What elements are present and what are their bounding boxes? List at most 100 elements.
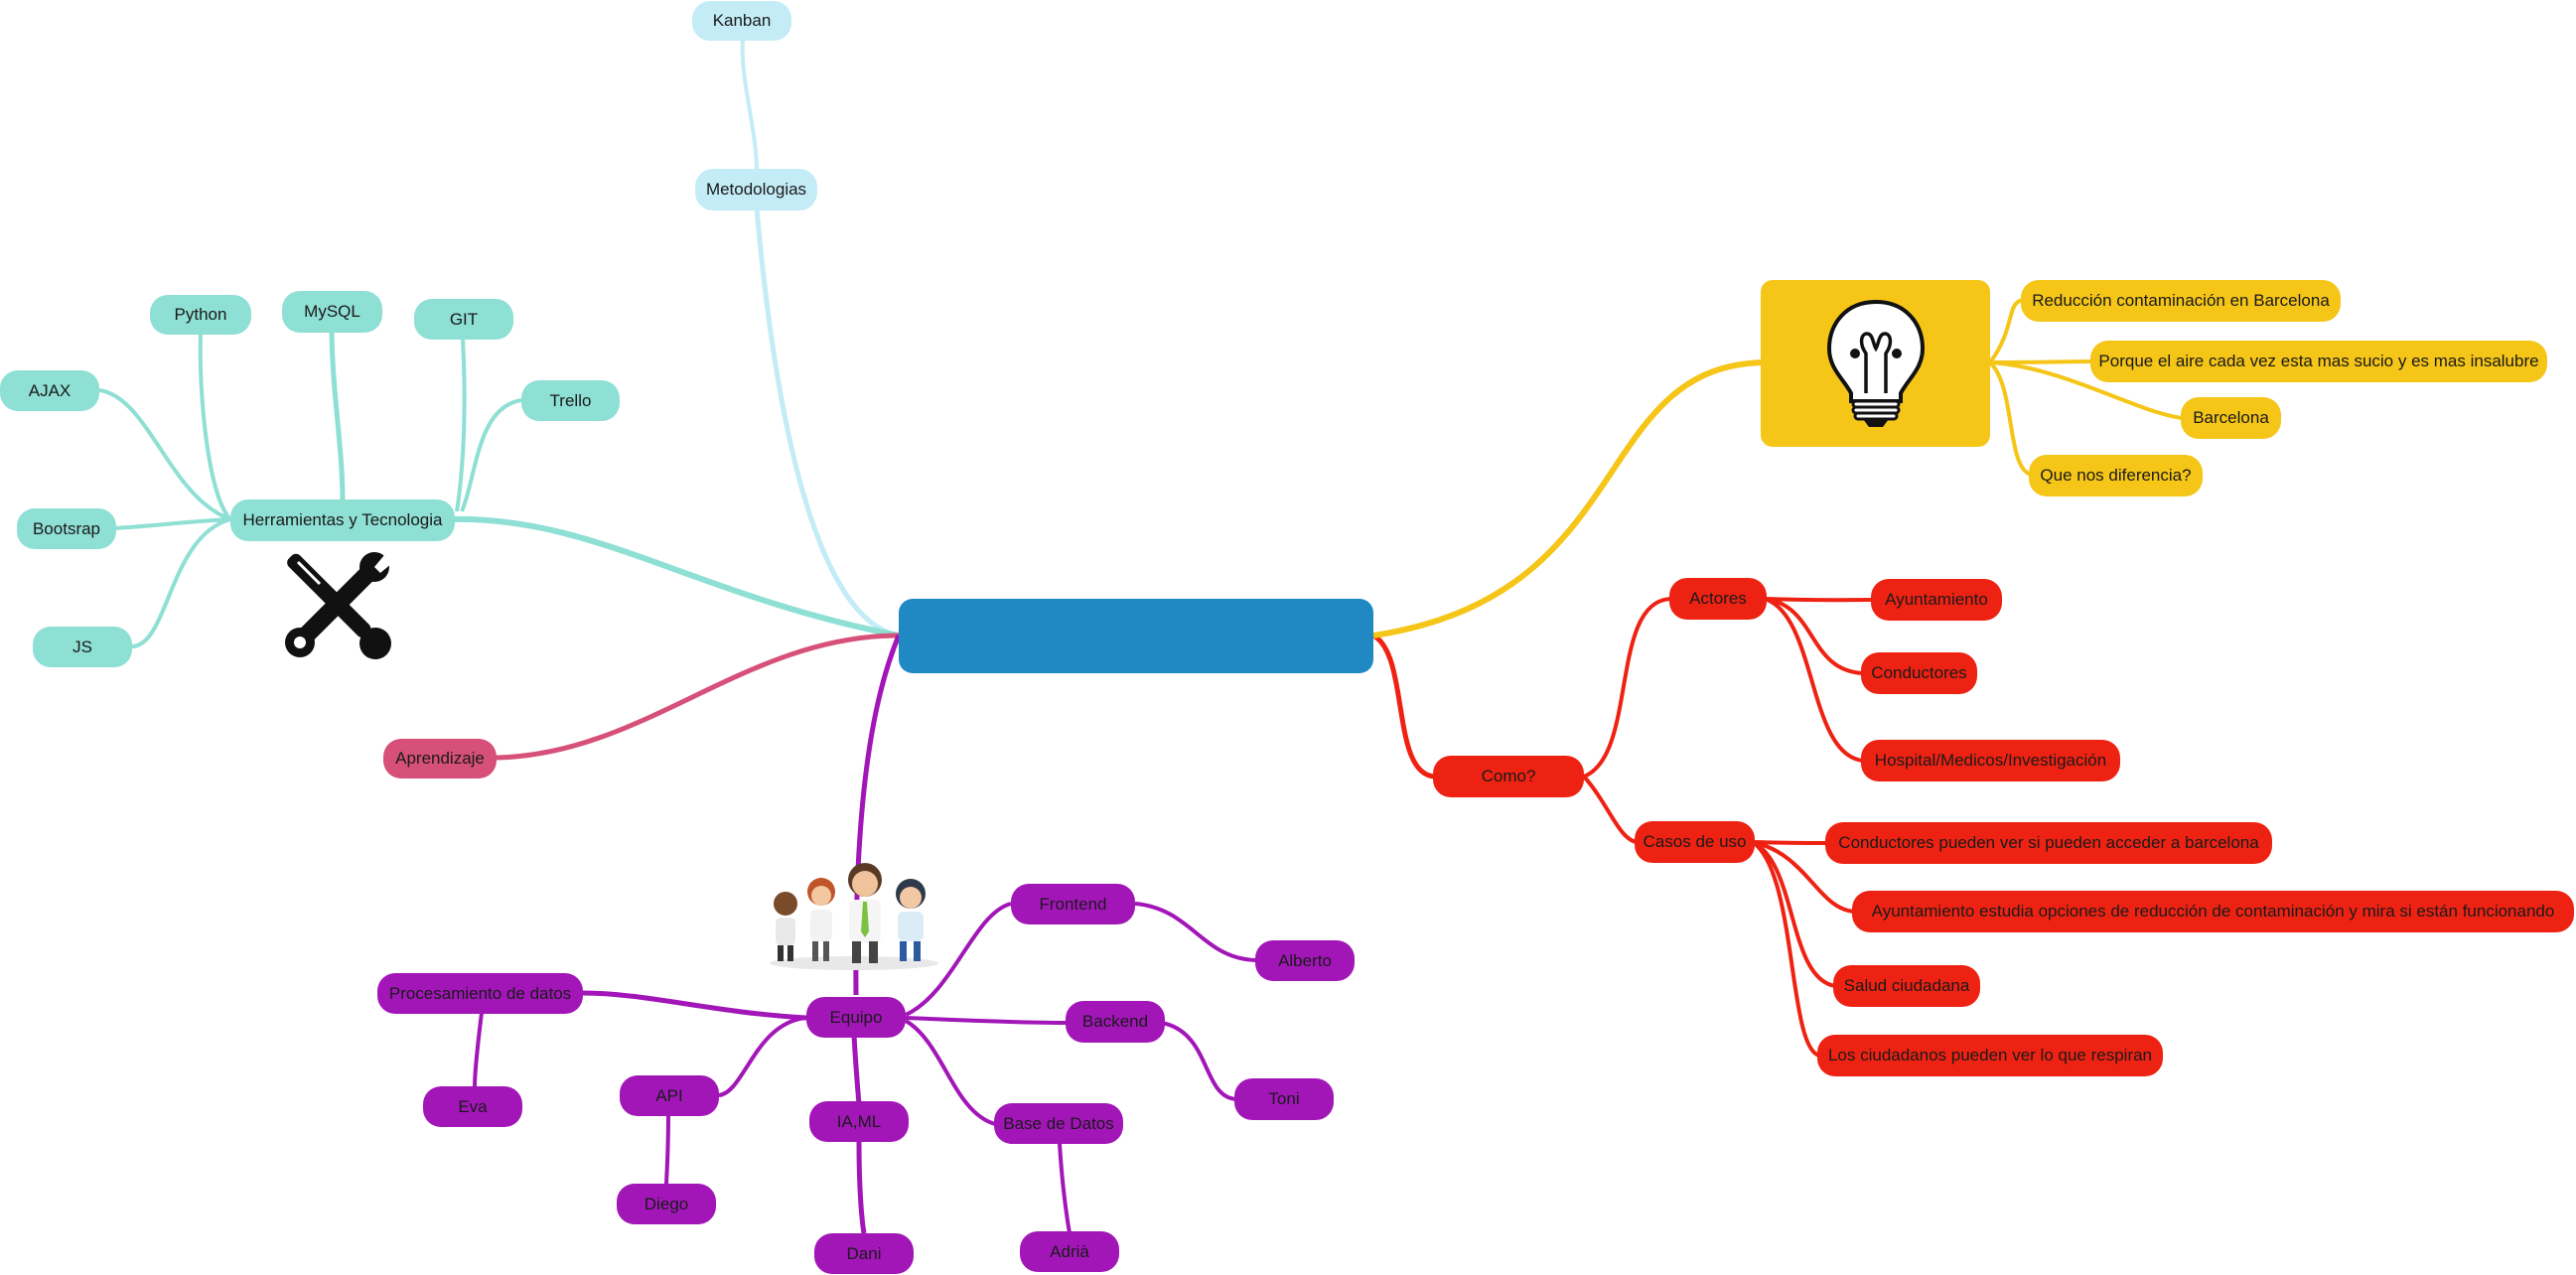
node-idea2-label: Porque el aire cada vez esta mas sucio y…	[2098, 352, 2539, 370]
edge-actores-hosp	[1764, 597, 1864, 763]
edge-herr-python	[198, 332, 232, 521]
node-frontend-label: Frontend	[1039, 894, 1107, 914]
node-toni[interactable]: Toni	[1234, 1078, 1334, 1120]
node-frontend[interactable]: Frontend	[1011, 884, 1135, 924]
node-caso1[interactable]: Conductores pueden ver si pueden acceder…	[1825, 822, 2272, 864]
node-caso1-label: Conductores pueden ver si pueden acceder…	[1838, 833, 2259, 852]
node-python[interactable]: Python	[150, 295, 251, 335]
node-idea3[interactable]: Barcelona	[2181, 397, 2281, 439]
edge-frontend-alberto	[1134, 902, 1256, 962]
node-idea2[interactable]: Porque el aire cada vez esta mas sucio y…	[2090, 341, 2547, 382]
node-trello-label: Trello	[549, 390, 592, 410]
edge-metodologias-kanban	[740, 37, 759, 172]
edge-herr-ajax	[98, 388, 231, 521]
node-conductores[interactable]: Conductores	[1861, 652, 1977, 694]
edge-herr-js	[131, 517, 231, 648]
node-idea4[interactable]: Que nos diferencia?	[2029, 455, 2203, 496]
node-kanban[interactable]: Kanban	[692, 1, 791, 41]
edge-center-como	[1371, 633, 1436, 779]
node-mysql-label: MySQL	[304, 302, 360, 321]
node-herramientas-label: Herramientas y Tecnologia	[242, 510, 443, 529]
edge-casos-c2	[1752, 840, 1855, 914]
edge-idea-1	[1988, 298, 2024, 364]
node-actores[interactable]: Actores	[1669, 578, 1767, 620]
node-backend-label: Backend	[1081, 1012, 1149, 1031]
edge-equipo-iaml	[851, 1034, 862, 1106]
node-ajax[interactable]: AJAX	[0, 370, 99, 411]
node-equipo[interactable]: Equipo	[806, 997, 906, 1038]
edge-actores-ayunt	[1764, 597, 1874, 603]
node-trello[interactable]: Trello	[521, 380, 620, 421]
node-procesamiento[interactable]: Procesamiento de datos	[377, 973, 583, 1014]
node-iaml[interactable]: IA,ML	[809, 1101, 909, 1142]
node-herramientas[interactable]: Herramientas y Tecnologia	[230, 499, 455, 541]
node-equipo-label: Equipo	[829, 1007, 883, 1027]
node-bootsrap[interactable]: Bootsrap	[17, 508, 116, 549]
edge-equipo-api	[718, 1016, 807, 1097]
node-caso3-label: Salud ciudadana	[1843, 976, 1970, 995]
node-caso4-label: Los ciudadanos pueden ver lo que respira…	[1827, 1046, 2153, 1064]
node-idea1-label: Reducción contaminación en Barcelona	[2032, 291, 2330, 310]
node-aprendizaje[interactable]: Aprendizaje	[383, 739, 497, 779]
wrench-screwdriver-icon	[285, 552, 392, 659]
edge-herr-mysql	[329, 332, 346, 502]
node-iaml-label: IA,ML	[836, 1111, 882, 1131]
team-people-icon	[770, 863, 938, 970]
lightbulb-icon	[1826, 299, 1925, 427]
node-adria[interactable]: Adrià	[1020, 1231, 1119, 1272]
edge-como-casos	[1582, 775, 1638, 844]
edge-actores-cond	[1764, 597, 1864, 675]
node-caso2-label: Ayuntamiento estudia opciones de reducci…	[1871, 902, 2555, 921]
edge-center-herramientas	[451, 515, 900, 638]
edge-como-actores	[1583, 597, 1672, 779]
node-git-label: GIT	[449, 309, 479, 329]
node-aprendizaje-label: Aprendizaje	[395, 749, 485, 768]
node-casos[interactable]: Casos de uso	[1635, 821, 1755, 863]
node-alberto[interactable]: Alberto	[1255, 940, 1355, 981]
node-caso2[interactable]: Ayuntamiento estudia opciones de reducci…	[1852, 891, 2574, 932]
node-ajax-label: AJAX	[28, 380, 72, 400]
node-diego-label: Diego	[644, 1194, 689, 1213]
node-hospital[interactable]: Hospital/Medicos/Investigación	[1861, 740, 2120, 781]
node-api-label: API	[655, 1085, 683, 1105]
node-conductores-label: Conductores	[1871, 663, 1967, 682]
node-idea4-label: Que nos diferencia?	[2040, 466, 2192, 485]
node-ayuntamiento[interactable]: Ayuntamiento	[1871, 579, 2002, 621]
node-diego[interactable]: Diego	[617, 1184, 716, 1224]
node-idea-lightbulb[interactable]	[1761, 280, 1990, 447]
edge-center-idea	[1372, 359, 1764, 638]
node-mysql[interactable]: MySQL	[282, 291, 382, 333]
node-dani-label: Dani	[846, 1243, 882, 1263]
edge-equipo-frontend	[905, 902, 1012, 1017]
edge-center-metodologias	[754, 208, 900, 638]
node-metodologias[interactable]: Metodologias	[695, 169, 817, 211]
node-dani[interactable]: Dani	[814, 1233, 914, 1274]
node-eva[interactable]: Eva	[423, 1086, 522, 1127]
node-caso3[interactable]: Salud ciudadana	[1833, 965, 1980, 1007]
edge-equipo-procesamiento	[582, 990, 807, 1021]
node-backend[interactable]: Backend	[1066, 1001, 1165, 1043]
node-js-label: JS	[72, 637, 92, 656]
node-basedatos-label: Base de Datos	[1003, 1113, 1114, 1133]
node-idea1[interactable]: Reducción contaminación en Barcelona	[2021, 280, 2341, 322]
node-adria-label: Adrià	[1050, 1241, 1089, 1261]
edge-center-aprendizaje	[496, 633, 900, 761]
central-topic[interactable]	[899, 599, 1373, 673]
node-api[interactable]: API	[620, 1075, 719, 1116]
node-actores-label: Actores	[1689, 589, 1747, 608]
node-como[interactable]: Como?	[1433, 756, 1584, 797]
node-basedatos[interactable]: Base de Datos	[994, 1103, 1123, 1144]
edge-idea-3	[1989, 360, 2184, 420]
edge-casos-c1	[1752, 840, 1828, 845]
node-kanban-label: Kanban	[712, 11, 772, 30]
edge-herr-trello	[460, 398, 522, 512]
node-caso4[interactable]: Los ciudadanos pueden ver lo que respira…	[1817, 1035, 2163, 1076]
edge-equipo-basedatos	[904, 1019, 996, 1126]
node-idea3-label: Barcelona	[2193, 408, 2269, 427]
node-git[interactable]: GIT	[414, 299, 513, 340]
node-procesamiento-label: Procesamiento de datos	[388, 983, 572, 1003]
node-js[interactable]: JS	[33, 627, 132, 667]
edge-herr-bootsrap	[113, 517, 231, 530]
edge-casos-c4	[1751, 840, 1820, 1058]
